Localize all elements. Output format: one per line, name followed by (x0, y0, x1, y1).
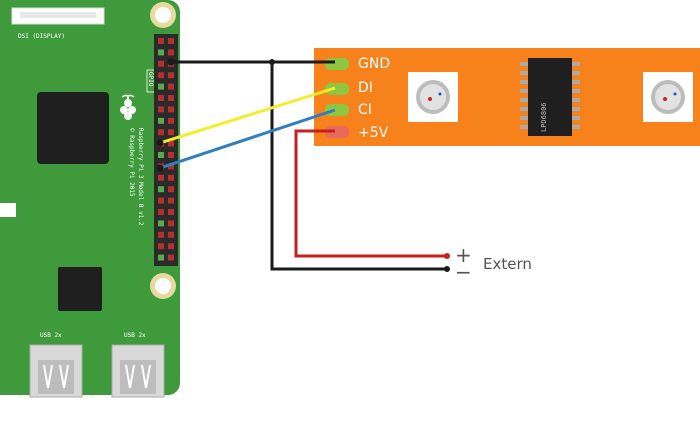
chip-leg (520, 107, 528, 111)
led-2 (643, 72, 693, 122)
usb-controller-chip (58, 267, 102, 311)
gpio-pin (158, 152, 164, 158)
board-name: Raspberry Pi 3 Model B v1.2 (137, 128, 144, 226)
gpio-pin (158, 83, 164, 90)
usb-port-left: USB 2x (29, 332, 83, 398)
extern-label: Extern (483, 255, 532, 273)
board-edge-tab (0, 203, 16, 217)
gpio-label: GPIO (147, 72, 154, 87)
strip-pcb (314, 48, 700, 146)
mounting-hole-bottom (150, 273, 176, 299)
gpio-pin (168, 129, 174, 136)
chip-leg (572, 107, 580, 111)
soc-chip (37, 92, 109, 164)
gpio-pin (158, 174, 164, 181)
gpio-pin (168, 49, 174, 56)
wire-ci (159, 108, 336, 170)
gpio-pin (158, 49, 164, 56)
board-copyright: © Raspberry Pi 2015 (128, 128, 135, 197)
gpio-pin (158, 220, 164, 227)
gpio-pin (158, 231, 164, 238)
gpio-pin (158, 117, 164, 124)
pad-di (325, 83, 349, 95)
pin-label-ci: CI (358, 102, 372, 118)
usb-label-right: USB 2x (124, 332, 146, 339)
usb-label-left: USB 2x (40, 332, 62, 339)
mounting-hole-top (150, 2, 176, 28)
external-supply: + − Extern (455, 243, 532, 284)
wire-di (159, 86, 336, 145)
wires (156, 58, 450, 272)
gpio-pin (158, 243, 164, 250)
gpio-pin (168, 186, 174, 193)
chip-leg (520, 62, 528, 66)
gpio-pin (168, 243, 174, 250)
pad-5v (325, 126, 349, 138)
chip-leg (572, 62, 580, 66)
gpio-pin (168, 209, 174, 215)
gpio-pin (168, 174, 174, 181)
wire-5v (294, 129, 447, 258)
pad-ci (325, 104, 349, 116)
gpio-pin (168, 106, 174, 113)
gpio-pin (168, 163, 174, 170)
gpio-pin (158, 129, 164, 136)
gpio-pin (158, 254, 164, 261)
gpio-pin (168, 72, 174, 79)
gpio-pin (168, 231, 174, 238)
driver-chip: LPD6806 (520, 58, 580, 136)
chip-label: LPD6806 (540, 102, 548, 132)
gpio-pin (168, 140, 174, 147)
chip-leg (572, 80, 580, 84)
pin-label-gnd: GND (358, 56, 390, 72)
chip-leg (520, 80, 528, 84)
gpio-header (154, 34, 178, 266)
gpio-pin (158, 209, 164, 215)
gpio-pin (168, 152, 174, 158)
gpio-pin (168, 220, 174, 227)
gpio-pin (168, 117, 174, 124)
gpio-pin (158, 197, 164, 204)
chip-leg (572, 89, 580, 93)
pad-gnd (325, 58, 349, 70)
led-strip: GND DI CI +5V LPD6806 (314, 48, 700, 146)
raspberry-pi-board: DSI (DISPLAY) Raspberry Pi 3 Model B v1.… (0, 0, 180, 398)
gpio-pin (158, 106, 164, 113)
chip-leg (572, 71, 580, 75)
gpio-pin (168, 83, 174, 90)
dsi-label: DSI (DISPLAY) (18, 33, 65, 40)
gpio-pin (168, 197, 174, 204)
chip-leg (520, 125, 528, 129)
chip-leg (520, 89, 528, 93)
gpio-pin (168, 95, 174, 101)
chip-leg (520, 71, 528, 75)
pin-label-di: DI (358, 80, 373, 96)
gpio-pin (158, 186, 164, 193)
gpio-pin (168, 254, 174, 261)
gpio-pin (158, 95, 164, 101)
minus-sign: − (455, 260, 472, 284)
gpio-pin (158, 60, 164, 67)
raspberry-logo-icon (120, 94, 136, 120)
gpio-pin (168, 38, 174, 44)
gpio-pin (158, 72, 164, 79)
pin-label-5v: +5V (358, 125, 389, 141)
plus-sign: + (455, 243, 472, 267)
chip-leg (520, 98, 528, 102)
gpio-pin (158, 38, 164, 44)
usb-port-right: USB 2x (111, 332, 165, 398)
chip-leg (572, 125, 580, 129)
led-1 (408, 72, 458, 122)
board-pcb (0, 0, 180, 395)
chip-leg (572, 116, 580, 120)
chip-leg (572, 98, 580, 102)
chip-leg (520, 116, 528, 120)
